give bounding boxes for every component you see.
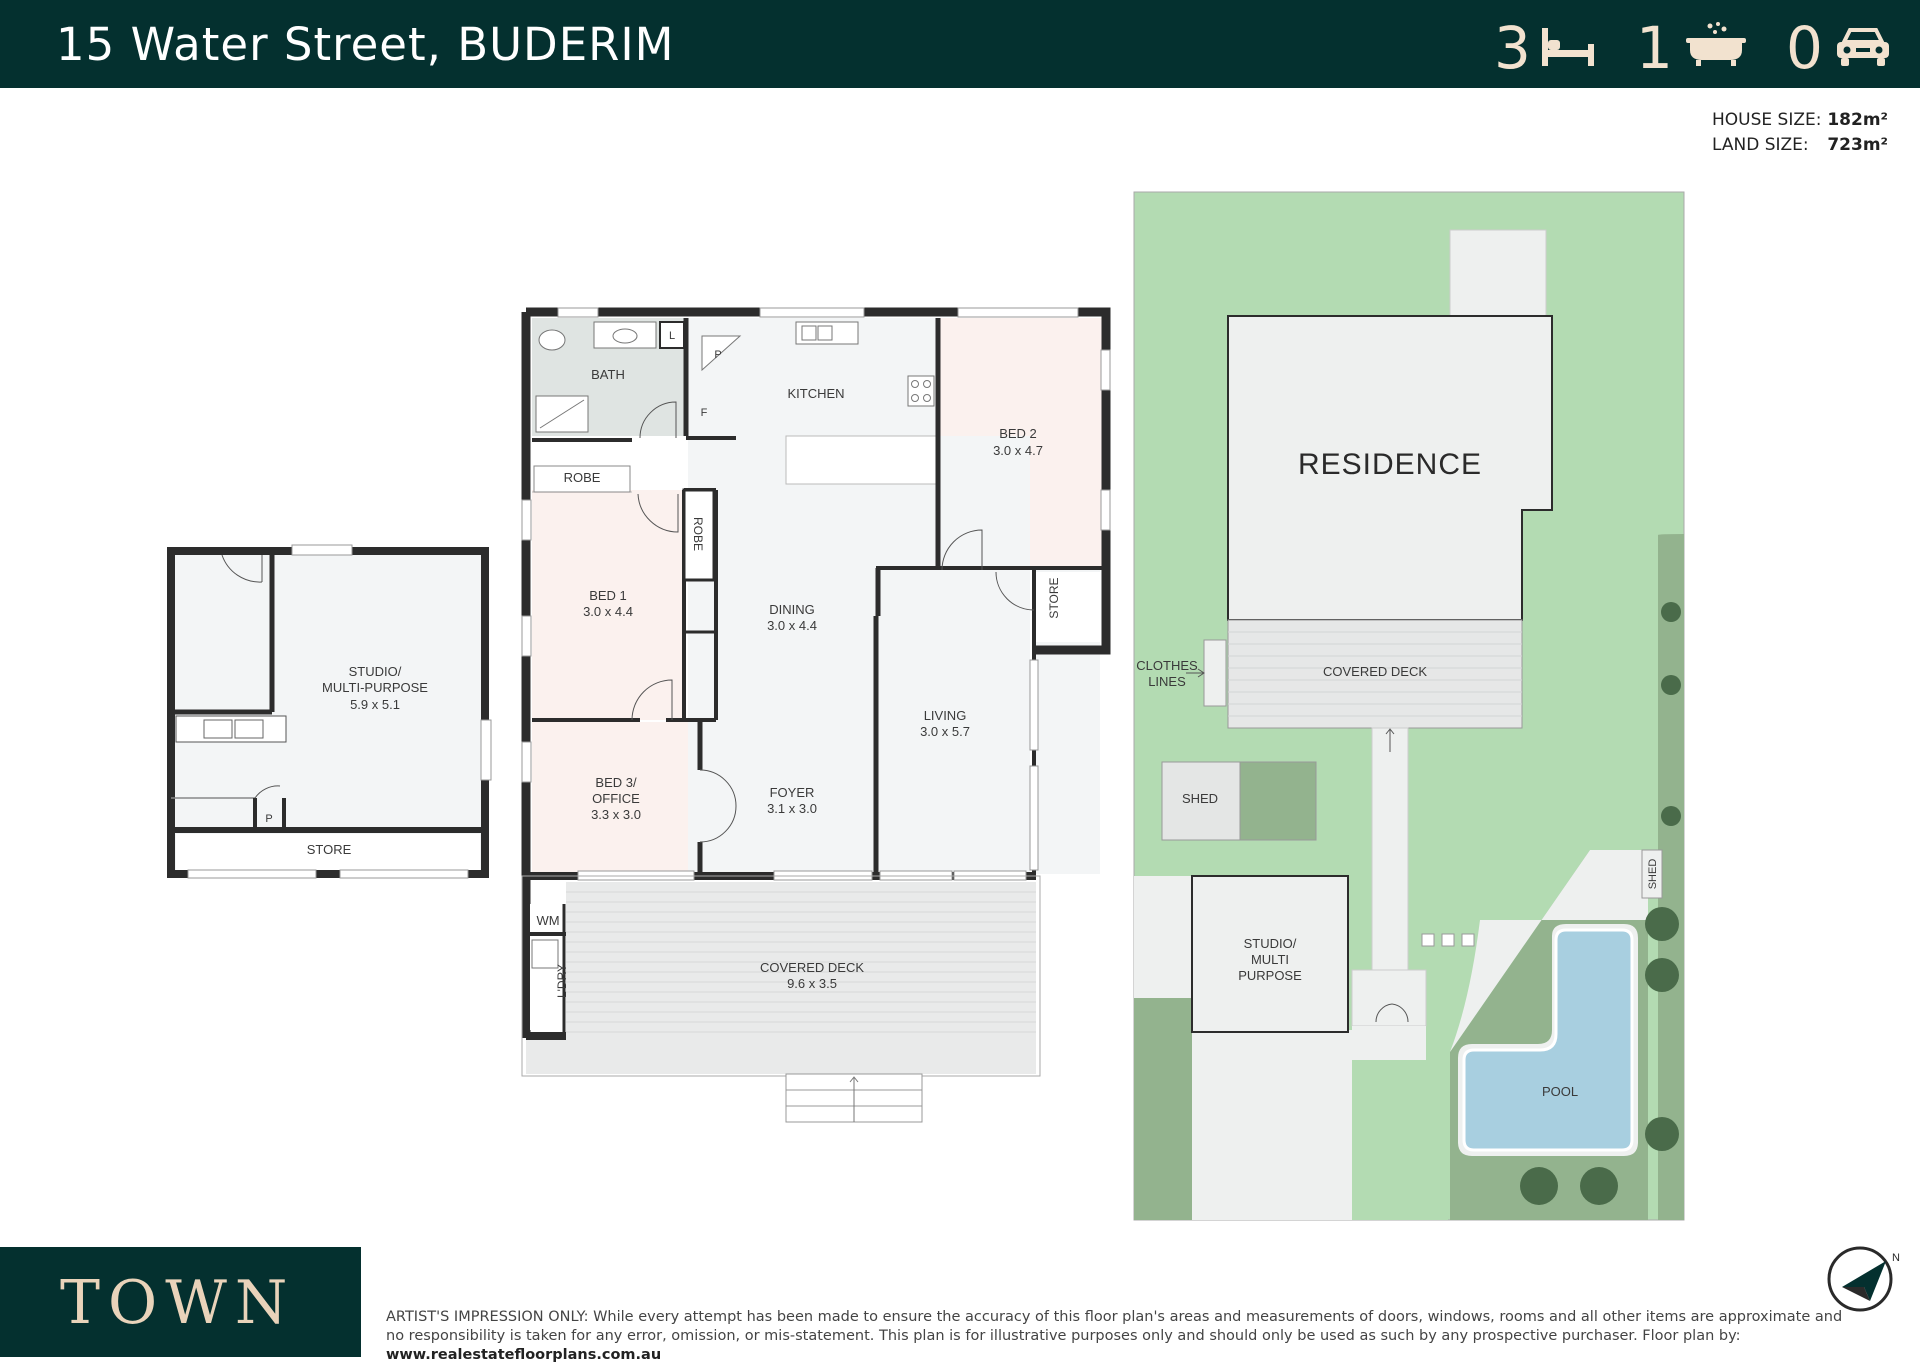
brand-logo: TOWN [60,1268,296,1338]
clothes-lines-label-2: LINES [1148,674,1186,689]
car-space-count: 0 [1786,14,1823,82]
studio-store-label: STORE [307,842,352,857]
house-floor-plan: BATH L KITCHEN P F ROBE ROBE BED 1 3.0 x… [521,307,1111,1123]
bed-3-dims: 3.3 x 3.0 [591,807,641,822]
car-icon [1837,28,1889,66]
covered-deck-dims: 9.6 x 3.5 [787,976,837,991]
house-store-label: STORE [1047,577,1061,618]
residence-label: RESIDENCE [1298,448,1482,481]
bath-icon [1686,22,1746,66]
site-shed-label: SHED [1182,791,1218,806]
site-shed-2-label: SHED [1647,859,1659,890]
bed-1-label: BED 1 [589,588,627,603]
dining-dims: 3.0 x 4.4 [767,618,817,633]
disclaimer-text: ARTIST'S IMPRESSION ONLY: While every at… [386,1308,1856,1365]
robe-1-label: ROBE [564,470,601,485]
disclaimer-body: ARTIST'S IMPRESSION ONLY: While every at… [386,1309,1843,1344]
bed-2-dims: 3.0 x 4.7 [993,443,1043,458]
bed-3-label: BED 3/ [595,775,637,790]
foyer-label: FOYER [770,785,815,800]
studio-pantry-label: P [265,813,272,825]
bed-2-label: BED 2 [999,426,1037,441]
bathroom-count: 1 [1636,14,1673,82]
bath-label: BATH [591,367,625,382]
compass-icon: N [1827,1246,1900,1312]
header-bar: 15 Water Street, BUDERIM 3 1 0 [0,0,1920,88]
living-dims: 3.0 x 5.7 [920,724,970,739]
house-size-label: HOUSE SIZE: [1712,110,1822,130]
house-size-value: 182m² [1827,110,1888,130]
land-size-value: 723m² [1827,135,1888,155]
site-studio-label: STUDIO/ [1244,936,1297,951]
floorplan-website-link[interactable]: www.realestatefloorplans.com.au [386,1347,662,1363]
covered-deck-label: COVERED DECK [760,960,864,975]
living-label: LIVING [924,708,967,723]
studio-dims: 5.9 x 5.1 [350,697,400,712]
bed-3-label-2: OFFICE [592,791,640,806]
foyer-dims: 3.1 x 3.0 [767,801,817,816]
site-studio-label-3: PURPOSE [1238,968,1302,983]
site-studio-label-2: MULTI [1251,952,1289,967]
studio-label-2: MULTI-PURPOSE [322,680,428,695]
property-sizes: HOUSE SIZE: 182m² LAND SIZE: 723m² [1712,110,1888,160]
property-address: 15 Water Street, BUDERIM [56,18,675,71]
brand-panel [0,1247,361,1357]
land-size-label: LAND SIZE: [1712,135,1809,155]
tree-icons [1520,602,1681,1205]
laundry-label: L'DRY [555,964,569,998]
robe-2-label: ROBE [691,517,705,551]
clothes-lines-label: CLOTHES [1136,658,1198,673]
site-covered-deck-label: COVERED DECK [1323,664,1427,679]
pantry-label: P [714,349,721,361]
linen-label: L [669,330,675,342]
kitchen-label: KITCHEN [787,386,844,401]
dining-label: DINING [769,602,815,617]
bed-1-dims: 3.0 x 4.4 [583,604,633,619]
studio-label: STUDIO/ [349,664,402,679]
fridge-label: F [701,407,708,419]
washing-machine-label: WM [536,913,559,928]
studio-floor-plan: STUDIO/ MULTI-PURPOSE 5.9 x 5.1 P STORE [167,544,492,879]
bed-icon [1542,28,1594,66]
pool-label: POOL [1542,1084,1578,1099]
site-plan: RESIDENCE COVERED DECK CLOTHES LINES SHE… [1133,191,1685,1221]
bedroom-count: 3 [1494,14,1531,82]
svg-text:N: N [1892,1252,1900,1264]
